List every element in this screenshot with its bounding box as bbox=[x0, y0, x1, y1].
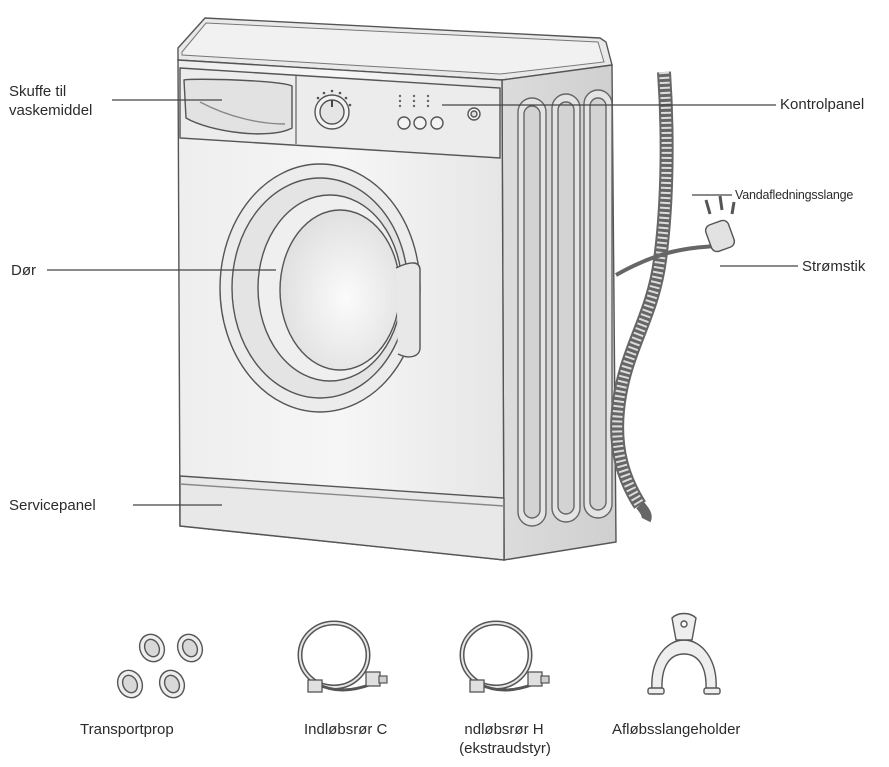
label-power-plug: Strømstik bbox=[802, 258, 866, 275]
service-panel bbox=[179, 475, 505, 561]
door bbox=[219, 163, 421, 413]
label-service-panel: Servicepanel bbox=[9, 497, 96, 514]
label-door: Dør bbox=[11, 262, 36, 279]
side-ribs bbox=[517, 89, 613, 527]
power-plug bbox=[704, 195, 736, 253]
label-inlet-hose-h-line1: ndløbsrør H bbox=[464, 721, 544, 738]
transport-plugs bbox=[116, 633, 204, 699]
label-detergent-drawer-line2: vaskemiddel bbox=[9, 102, 93, 119]
power-cable bbox=[615, 195, 736, 277]
label-hose-holder: Afløbsslangeholder bbox=[612, 721, 741, 738]
leader-lines bbox=[47, 99, 798, 506]
label-detergent-drawer-line1: Skuffe til bbox=[9, 83, 67, 100]
label-drain-hose: Vandafledningsslange bbox=[735, 188, 854, 202]
label-control-panel: Kontrolpanel bbox=[780, 96, 865, 113]
label-transport-plug: Transportprop bbox=[80, 721, 174, 738]
washing-machine bbox=[177, 17, 617, 561]
program-dial bbox=[314, 89, 352, 130]
hose-holder bbox=[647, 612, 721, 695]
label-inlet-hose-c: Indløbsrør C bbox=[304, 721, 388, 738]
inlet-hose-c bbox=[297, 620, 388, 693]
label-inlet-hose-h-line2: (ekstraudstyr) bbox=[459, 740, 551, 757]
detergent-drawer bbox=[183, 78, 293, 135]
control-buttons bbox=[397, 107, 481, 130]
drain-hose bbox=[610, 71, 674, 523]
inlet-hose-h bbox=[459, 620, 550, 693]
